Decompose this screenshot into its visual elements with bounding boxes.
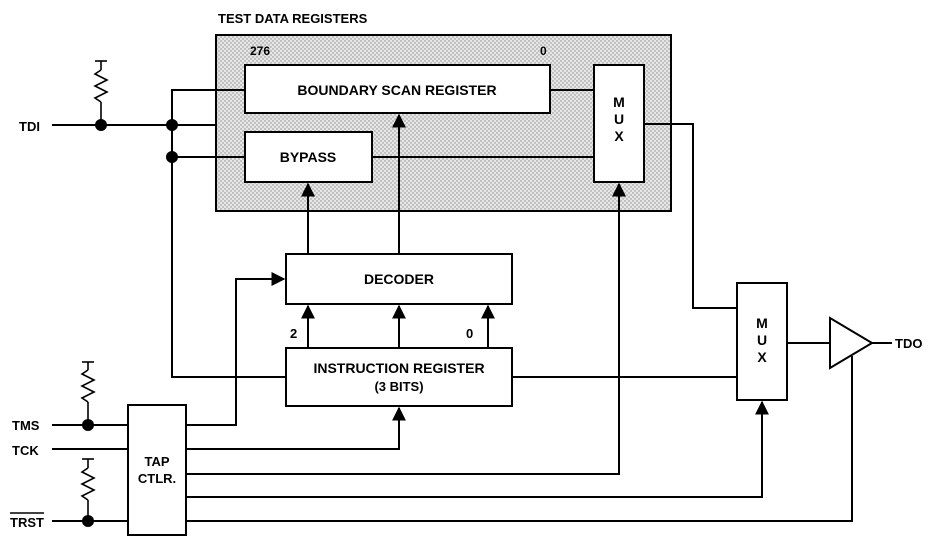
tck-label: TCK: [12, 443, 39, 458]
ir-bit-low: 0: [466, 326, 473, 341]
bypass-label: BYPASS: [280, 149, 337, 165]
tap-to-decoder: [186, 272, 286, 426]
tms-label: TMS: [12, 418, 40, 433]
mux-bottom-letter-u: U: [757, 332, 767, 348]
tms-pullup-resistor: [80, 361, 96, 425]
output-mux: [736, 282, 788, 401]
ir-bit-high: 2: [290, 326, 297, 341]
tck-wiring: [52, 406, 406, 450]
tap-label-line2: CTLR.: [138, 471, 176, 486]
mux-top-letter-m: M: [613, 94, 625, 110]
boundary-scan-label: BOUNDARY SCAN REGISTER: [297, 82, 496, 98]
tdi-wiring: [52, 89, 286, 378]
mux-bottom-letter-x: X: [757, 349, 767, 365]
bypass-register: [244, 131, 373, 183]
instruction-register-sublabel: (3 BITS): [374, 379, 423, 394]
tap-to-data-mux: [186, 182, 626, 475]
decoder: [285, 253, 513, 305]
boundary-scan-msb: 276: [250, 44, 270, 58]
instruction-register: [285, 347, 513, 407]
tdo-label: TDO: [895, 336, 922, 351]
boundary-scan-lsb: 0: [540, 44, 547, 58]
mux-top-letter-x: X: [614, 128, 624, 144]
tdi-pullup-resistor: [93, 60, 109, 124]
tap-to-output-mux: [186, 400, 769, 498]
trst-pullup-resistor: [80, 458, 96, 521]
tap-label-line1: TAP: [144, 454, 169, 469]
decoder-label: DECODER: [364, 271, 434, 287]
test-data-registers-title: TEST DATA REGISTERS: [218, 11, 368, 26]
tms-wiring: [52, 419, 128, 431]
trst-wiring: [52, 356, 853, 527]
mux-top-letter-u: U: [614, 111, 624, 127]
instruction-register-label: INSTRUCTION REGISTER: [313, 360, 484, 376]
boundary-scan-register: [244, 64, 551, 114]
trst-label: TRST: [10, 515, 44, 530]
mux-bottom-letter-m: M: [756, 315, 768, 331]
tap-controller: [127, 404, 187, 536]
register-to-mux-wiring: [372, 89, 737, 309]
tdi-label: TDI: [19, 119, 40, 134]
